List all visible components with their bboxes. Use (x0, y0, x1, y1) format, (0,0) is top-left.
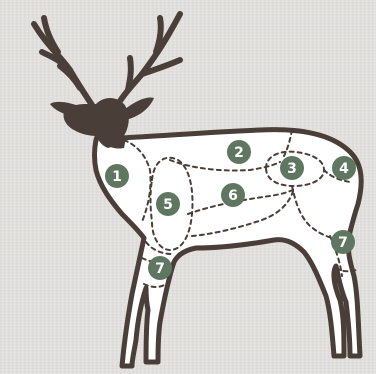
cut-badge-6[interactable]: 6 (221, 183, 245, 207)
cut-badge-5-label: 5 (163, 197, 173, 213)
cut-badge-6-label: 6 (228, 188, 238, 204)
deer-ear-left (50, 102, 86, 116)
deer-body (95, 130, 362, 366)
deer-ear-right (124, 98, 154, 121)
cut-badge-4[interactable]: 4 (332, 156, 356, 180)
cut-badge-4-label: 4 (339, 161, 349, 177)
cut-badge-5[interactable]: 5 (156, 192, 180, 216)
cut-badge-7-front[interactable]: 7 (148, 256, 172, 280)
cut-badge-1[interactable]: 1 (105, 164, 129, 188)
cut-badge-3[interactable]: 3 (280, 156, 304, 180)
cut-badge-3-label: 3 (287, 161, 297, 177)
cut-badge-1-label: 1 (112, 169, 122, 185)
cut-badge-7-hind[interactable]: 7 (331, 230, 355, 254)
cut-badge-2[interactable]: 2 (227, 140, 251, 164)
cut-badge-7-hind-label: 7 (338, 235, 348, 251)
cut-badge-2-label: 2 (234, 145, 244, 161)
cut-badge-7-front-label: 7 (155, 261, 165, 277)
antlers (34, 14, 180, 108)
